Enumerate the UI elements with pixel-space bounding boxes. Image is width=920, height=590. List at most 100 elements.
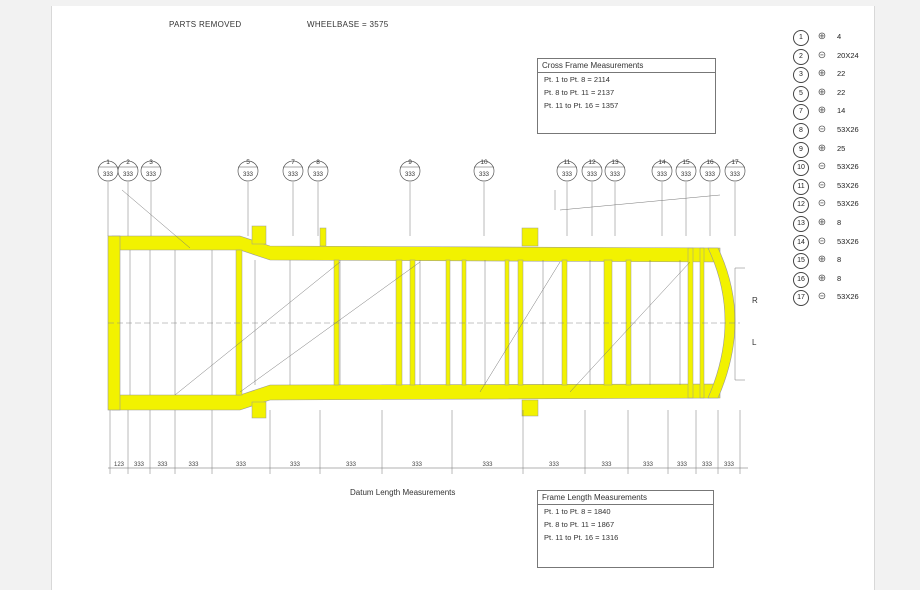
bolt-icon: ⊕ <box>817 86 827 98</box>
legend-item: 9 ⊕ 25 <box>793 141 873 158</box>
point-code: 333 <box>610 172 621 178</box>
point-number: 15 <box>682 159 690 166</box>
point-bubble: 11 333 <box>556 159 578 236</box>
point-number: 8 <box>316 159 320 166</box>
point-bubble: 2 333 <box>117 159 139 236</box>
point-number: 14 <box>658 159 666 166</box>
point-circle <box>604 160 626 182</box>
legend-number: 1 <box>793 30 809 46</box>
datum-value: 333 <box>702 462 713 468</box>
point-number: 16 <box>706 159 714 166</box>
point-circle <box>675 160 697 182</box>
left-side-label: L <box>752 338 757 347</box>
legend-value: 25 <box>837 143 846 153</box>
legend-item: 10⊝53X26 <box>793 160 873 177</box>
legend-number: 9 <box>793 141 809 158</box>
crossmember <box>461 259 467 386</box>
point-code: 333 <box>730 172 741 178</box>
point-code: 333 <box>288 172 299 178</box>
point-number: 1 <box>106 159 110 166</box>
legend-value: 8 <box>837 218 842 227</box>
point-code: 333 <box>243 172 254 178</box>
legend-value: 8 <box>837 255 842 265</box>
point-bubble: 14 333 <box>651 159 673 236</box>
datum-value: 333 <box>724 462 735 468</box>
point-circle <box>473 160 495 182</box>
crossmember <box>445 259 451 386</box>
point-code: 333 <box>587 172 598 178</box>
crossmember <box>395 259 403 386</box>
datum-value: 333 <box>157 462 168 468</box>
legend-item: 2⊝20X24 <box>793 48 873 65</box>
point-bubbles: 1333233333335333733383339333103331133312… <box>97 159 746 236</box>
bolt-icon: ⊕ <box>817 105 827 117</box>
point-code: 333 <box>313 172 324 178</box>
point-circle <box>237 160 259 182</box>
bolt-icon: ⊕ <box>817 142 827 154</box>
point-code: 333 <box>657 172 668 178</box>
hole-icon: ⊝ <box>817 124 827 135</box>
bracket <box>521 399 539 417</box>
legend-value: 8 <box>837 273 842 283</box>
bolt-icon: ⊕ <box>817 254 827 266</box>
bolt-icon: ⊕ <box>817 68 827 80</box>
upper-rail <box>111 235 721 263</box>
parts-removed-label: PARTS REMOVED <box>169 20 242 29</box>
point-number: 10 <box>480 159 488 166</box>
legend-value: 14 <box>837 106 846 116</box>
legend-value: 22 <box>837 69 846 79</box>
legend-item: 11⊝53X26 <box>793 178 873 195</box>
legend-item: 5 ⊕ 22 <box>793 85 873 102</box>
datum-value: 333 <box>601 462 612 468</box>
crossmember <box>561 259 568 386</box>
point-circle <box>282 160 304 182</box>
hole-icon: ⊝ <box>817 235 827 247</box>
point-code: 333 <box>123 172 134 178</box>
legend-item: 8⊝53X26 <box>793 123 873 139</box>
crossmember <box>235 249 243 396</box>
point-number: 3 <box>149 159 153 166</box>
bracket <box>319 227 327 247</box>
legend-item: 12⊝53X26 <box>793 197 873 214</box>
legend-number: 15 <box>793 253 809 270</box>
point-circle <box>699 160 721 182</box>
frame-length-measurements-box: Frame Length Measurements Pt. 1 to Pt. 8… <box>537 490 714 568</box>
datum-value: 333 <box>643 462 654 468</box>
point-number: 11 <box>564 159 571 166</box>
datum-value: 333 <box>236 462 247 468</box>
point-number: 9 <box>408 159 412 166</box>
frame-length-row: Pt. 11 to Pt. 16 = 1316 <box>544 533 619 542</box>
point-number: 2 <box>126 159 130 166</box>
datum-length-label: Datum Length Measurements <box>350 488 456 497</box>
legend-number: 14 <box>793 234 809 251</box>
legend-item: 14⊝53X26 <box>793 234 873 251</box>
legend-number: 7 <box>793 104 809 121</box>
point-code: 333 <box>562 172 573 178</box>
hole-icon: ⊝ <box>817 198 827 210</box>
point-number: 12 <box>588 159 596 166</box>
point-number: 5 <box>246 159 250 166</box>
legend-value: 22 <box>837 87 846 97</box>
bracket <box>521 227 539 247</box>
legend-value: 53X26 <box>837 199 859 209</box>
legend-item: 13⊕8 <box>793 216 873 232</box>
legend-value: 53X26 <box>837 292 859 302</box>
point-circle <box>581 160 603 182</box>
legend-value: 20X24 <box>837 50 859 60</box>
cross-frame-row: Pt. 8 to Pt. 11 = 2137 <box>544 88 615 97</box>
legend-number: 5 <box>793 85 809 102</box>
legend-value: 53X26 <box>837 162 859 172</box>
crossmember <box>517 259 524 386</box>
point-bubble: 5 333 <box>237 159 259 236</box>
legend-value: 53X26 <box>837 180 859 190</box>
point-circle <box>307 160 329 182</box>
frame-length-row: Pt. 8 to Pt. 11 = 1867 <box>544 520 615 529</box>
point-bubble: 12 333 <box>581 159 603 236</box>
point-circle <box>651 160 673 182</box>
legend-value: 53X26 <box>837 125 859 134</box>
